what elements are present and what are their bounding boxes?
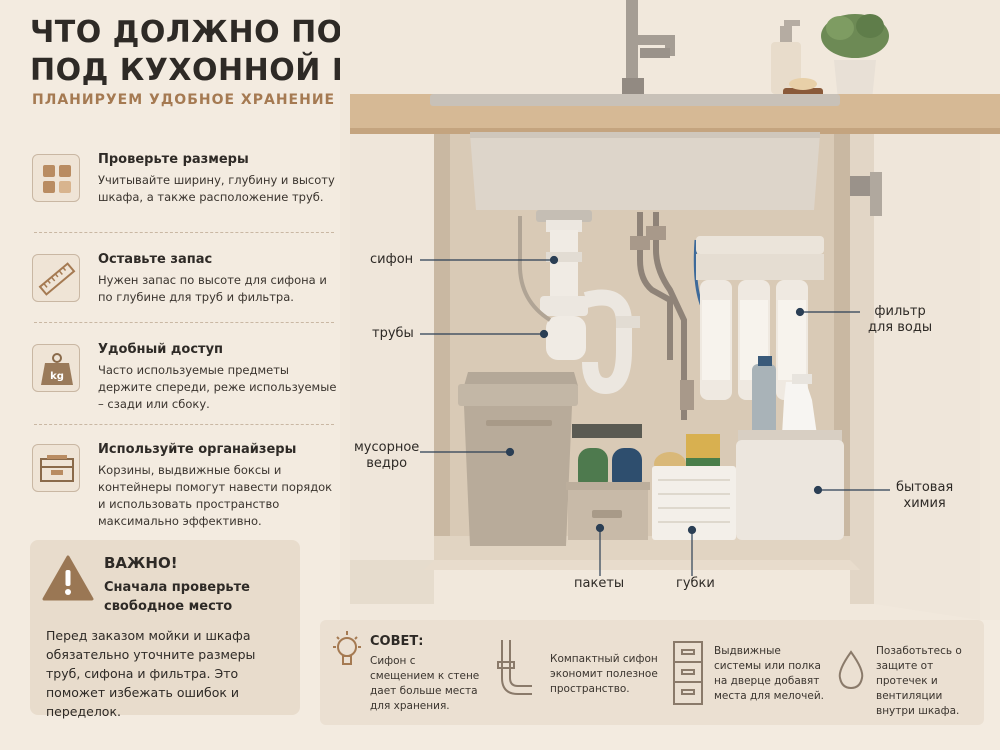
warning-text: Перед заказом мойки и шкафа обязательно …	[46, 628, 256, 719]
label-trash-bin: мусорное ведро	[354, 440, 420, 471]
tip-text: Нужен запас по высоте для сифона и по гл…	[98, 273, 327, 304]
sink-basin	[470, 134, 820, 210]
weight-kg-icon: kg	[32, 344, 80, 392]
leak-protection-text: Позаботьтесь о защите от протечек и вент…	[876, 645, 962, 717]
household-chemicals-tray	[736, 356, 844, 540]
drawer-system-text: Выдвижные системы или полка на дверце до…	[714, 645, 825, 702]
tip-leave-margin: Оставьте запас Нужен запас по высоте для…	[30, 250, 340, 340]
tip-check-sizes: Проверьте размеры Учитывайте ширину, глу…	[30, 150, 340, 240]
kg-label: kg	[50, 371, 64, 382]
tip-text: Корзины, выдвижные боксы и контейнеры по…	[98, 463, 333, 528]
under-sink-illustration	[340, 0, 1000, 620]
sponges-basket	[652, 434, 736, 540]
tip-heading: Проверьте размеры	[98, 152, 249, 167]
tip-use-organizers: Используйте органайзеры Корзины, выдвижн…	[30, 440, 340, 530]
label-water-filter: фильтр для воды	[868, 304, 933, 335]
cabinet-floor	[424, 560, 860, 570]
tip-heading: Удобный доступ	[98, 342, 224, 357]
label-markers	[420, 255, 890, 576]
tip-heading: Оставьте запас	[98, 252, 213, 267]
lightbulb-icon	[333, 631, 361, 665]
page-subtitle: ПЛАНИРУЕМ УДОБНОЕ ХРАНЕНИЕ	[32, 92, 336, 108]
potted-plant	[821, 14, 889, 100]
drawer-system-icon	[673, 641, 703, 705]
bottom-advice-strip: СОВЕТ: Сифон с смещением к стене дает бо…	[320, 620, 984, 725]
siphon	[540, 220, 640, 395]
tip-heading: Используйте органайзеры	[98, 442, 297, 457]
warning-icon	[42, 555, 94, 601]
sink-rim	[430, 94, 840, 106]
tip-text: Учитывайте ширину, глубину и высоту шкаф…	[98, 173, 335, 204]
sink-drain	[536, 210, 592, 222]
divider	[34, 322, 334, 323]
faucet	[622, 0, 675, 100]
warning-box: ВАЖНО! Сначала проверьте свободное место…	[30, 540, 300, 719]
label-bags: пакеты	[574, 576, 625, 591]
label-household-chemicals: бытовая химия	[896, 480, 954, 511]
tip-easy-access: kg Удобный доступ Часто используемые пре…	[30, 340, 340, 430]
label-siphon: сифон	[370, 252, 414, 267]
water-drop-icon	[838, 650, 864, 690]
cabinet-left-panel	[350, 134, 434, 604]
label-pipes: трубы	[372, 326, 414, 341]
trash-bin	[458, 372, 578, 546]
warning-subheading: Сначала проверьте свободное место	[104, 580, 250, 614]
tip-text: Часто используемые предметы держите спер…	[98, 363, 337, 411]
bags-container	[566, 424, 650, 540]
divider	[34, 232, 334, 233]
advice-text: Сифон с смещением к стене дает больше ме…	[370, 655, 480, 712]
divider	[34, 424, 334, 425]
ruler-icon	[32, 254, 80, 302]
door-hinge	[850, 172, 882, 216]
label-sponges: губки	[676, 576, 715, 591]
measure-sheet-icon	[32, 154, 80, 202]
compact-siphon-icon	[497, 640, 532, 695]
organizer-box-icon	[32, 444, 80, 492]
compact-siphon-text: Компактный сифон экономит полезное прост…	[550, 653, 658, 695]
cabinet-open-door	[874, 134, 980, 620]
warning-heading: ВАЖНО!	[104, 554, 178, 572]
advice-title: СОВЕТ:	[370, 634, 424, 649]
